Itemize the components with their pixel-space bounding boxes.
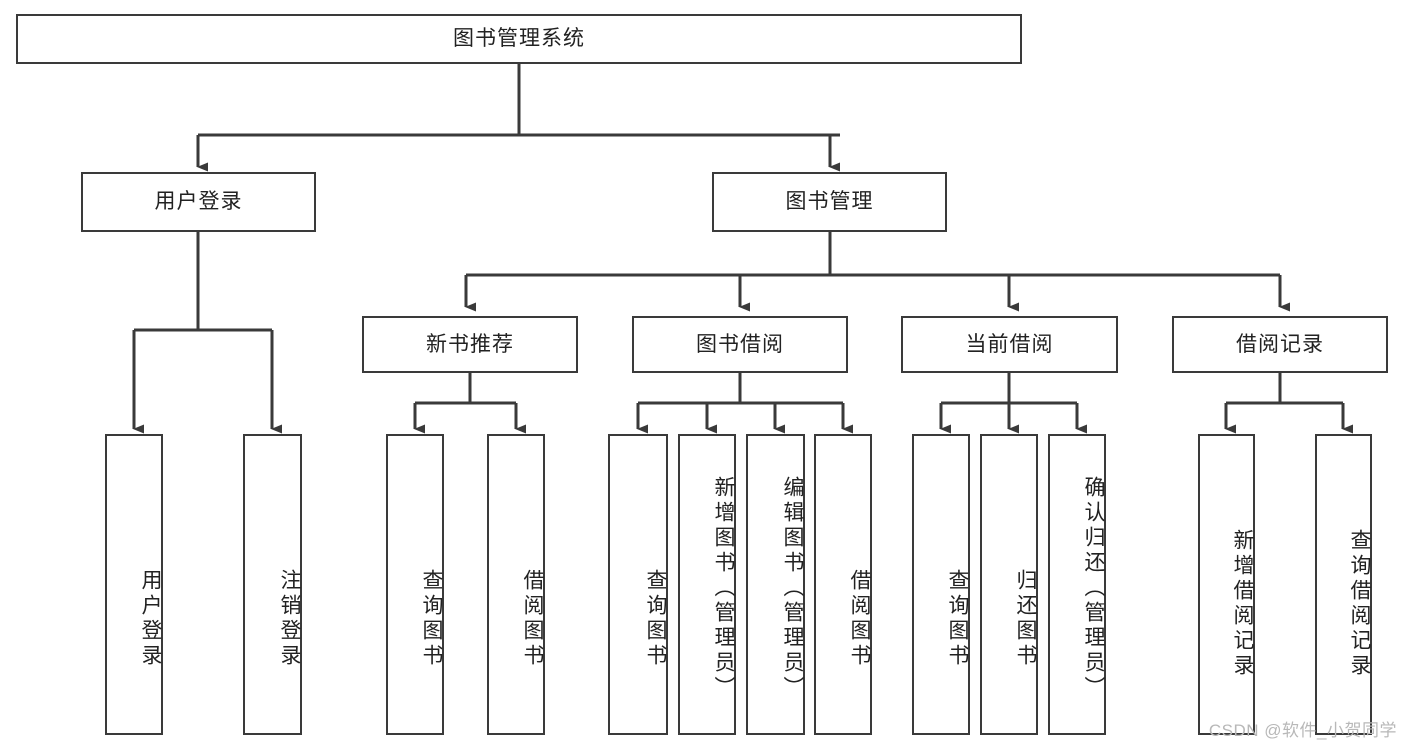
node-leaf-query-book-borrow[interactable]: 查询图书 bbox=[608, 434, 668, 735]
node-leaf-query-book-current[interactable]: 查询图书 bbox=[912, 434, 970, 735]
node-leaf-return-book[interactable]: 归还图书 bbox=[980, 434, 1038, 735]
node-leaf-borrow-book-recommend[interactable]: 借阅图书 bbox=[487, 434, 545, 735]
node-borrow-record[interactable]: 借阅记录 bbox=[1172, 316, 1388, 373]
node-leaf-edit-book-admin[interactable]: 编辑图书（管理员） bbox=[746, 434, 805, 735]
node-user-login[interactable]: 用户登录 bbox=[81, 172, 316, 232]
watermark-text: CSDN @软件_小贺同学 bbox=[1208, 721, 1397, 740]
node-leaf-query-book-recommend[interactable]: 查询图书 bbox=[386, 434, 444, 735]
node-current-borrow[interactable]: 当前借阅 bbox=[901, 316, 1118, 373]
node-new-book-recommend[interactable]: 新书推荐 bbox=[362, 316, 578, 373]
node-leaf-logout[interactable]: 注销登录 bbox=[243, 434, 302, 735]
node-leaf-add-book-admin[interactable]: 新增图书（管理员） bbox=[678, 434, 736, 735]
node-leaf-query-borrow-record[interactable]: 查询借阅记录 bbox=[1315, 434, 1372, 735]
node-leaf-confirm-return-admin[interactable]: 确认归还（管理员） bbox=[1048, 434, 1106, 735]
node-leaf-add-borrow-record[interactable]: 新增借阅记录 bbox=[1198, 434, 1255, 735]
node-root-system[interactable]: 图书管理系统 bbox=[16, 14, 1022, 64]
node-book-management[interactable]: 图书管理 bbox=[712, 172, 947, 232]
node-book-borrow[interactable]: 图书借阅 bbox=[632, 316, 848, 373]
node-leaf-user-login[interactable]: 用户登录 bbox=[105, 434, 163, 735]
node-leaf-borrow-book[interactable]: 借阅图书 bbox=[814, 434, 872, 735]
